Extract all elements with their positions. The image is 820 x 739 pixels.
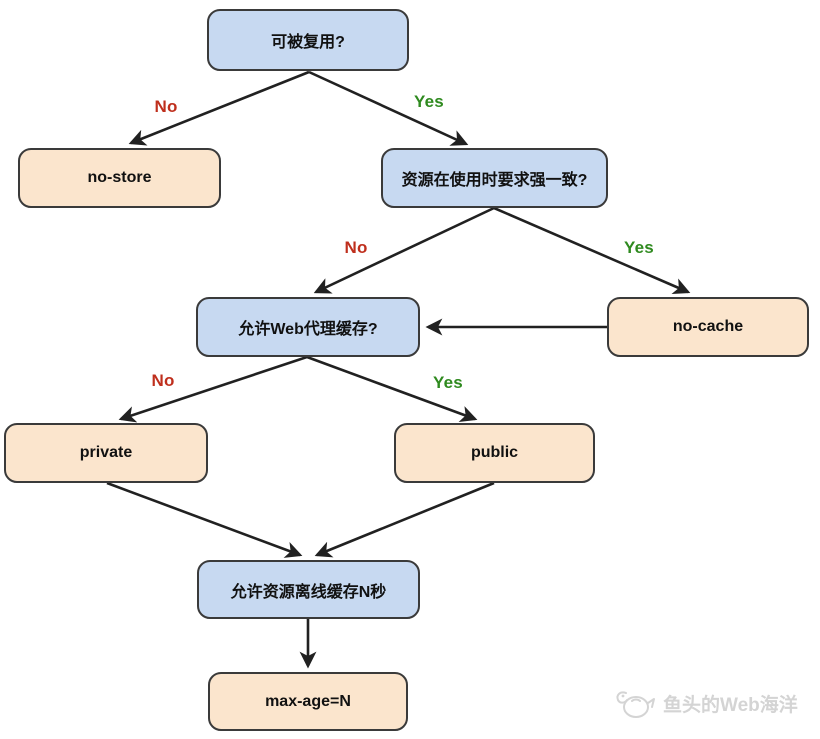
edge-proxy-public — [306, 355, 478, 422]
edge-reusable-no-store — [128, 70, 310, 146]
node-offline-cache: 允许资源离线缓存N秒 — [197, 560, 420, 619]
edge-label-yes-reusable: Yes — [414, 92, 444, 111]
node-no-cache: no-cache — [607, 297, 809, 357]
edge-reusable-strong — [308, 70, 469, 146]
node-reusable: 可被复用? — [207, 9, 409, 71]
edge-strong-proxy — [313, 206, 495, 294]
node-private: private — [4, 423, 208, 483]
node-strong-consistency: 资源在使用时要求强一致? — [381, 148, 608, 208]
node-public: public — [394, 423, 595, 483]
node-max-age: max-age=N — [208, 672, 408, 731]
edge-label-yes-proxy: Yes — [433, 373, 463, 392]
watermark-text: 鱼头的Web海洋 — [663, 694, 798, 716]
edge-strong-no-cache — [493, 206, 691, 295]
fish-icon — [612, 683, 656, 723]
edge-public-offline — [314, 481, 495, 558]
edge-label-yes-strong: Yes — [624, 238, 654, 257]
edge-private-offline — [106, 481, 303, 558]
node-no-store: no-store — [18, 148, 221, 208]
node-proxy-cache: 允许Web代理缓存? — [196, 297, 420, 357]
edge-proxy-private — [118, 355, 308, 423]
edge-label-no-reusable: No — [154, 97, 178, 116]
edge-label-no-strong: No — [344, 238, 368, 257]
edge-label-no-proxy: No — [151, 371, 175, 390]
watermark: 鱼头的Web海洋 — [612, 683, 798, 723]
